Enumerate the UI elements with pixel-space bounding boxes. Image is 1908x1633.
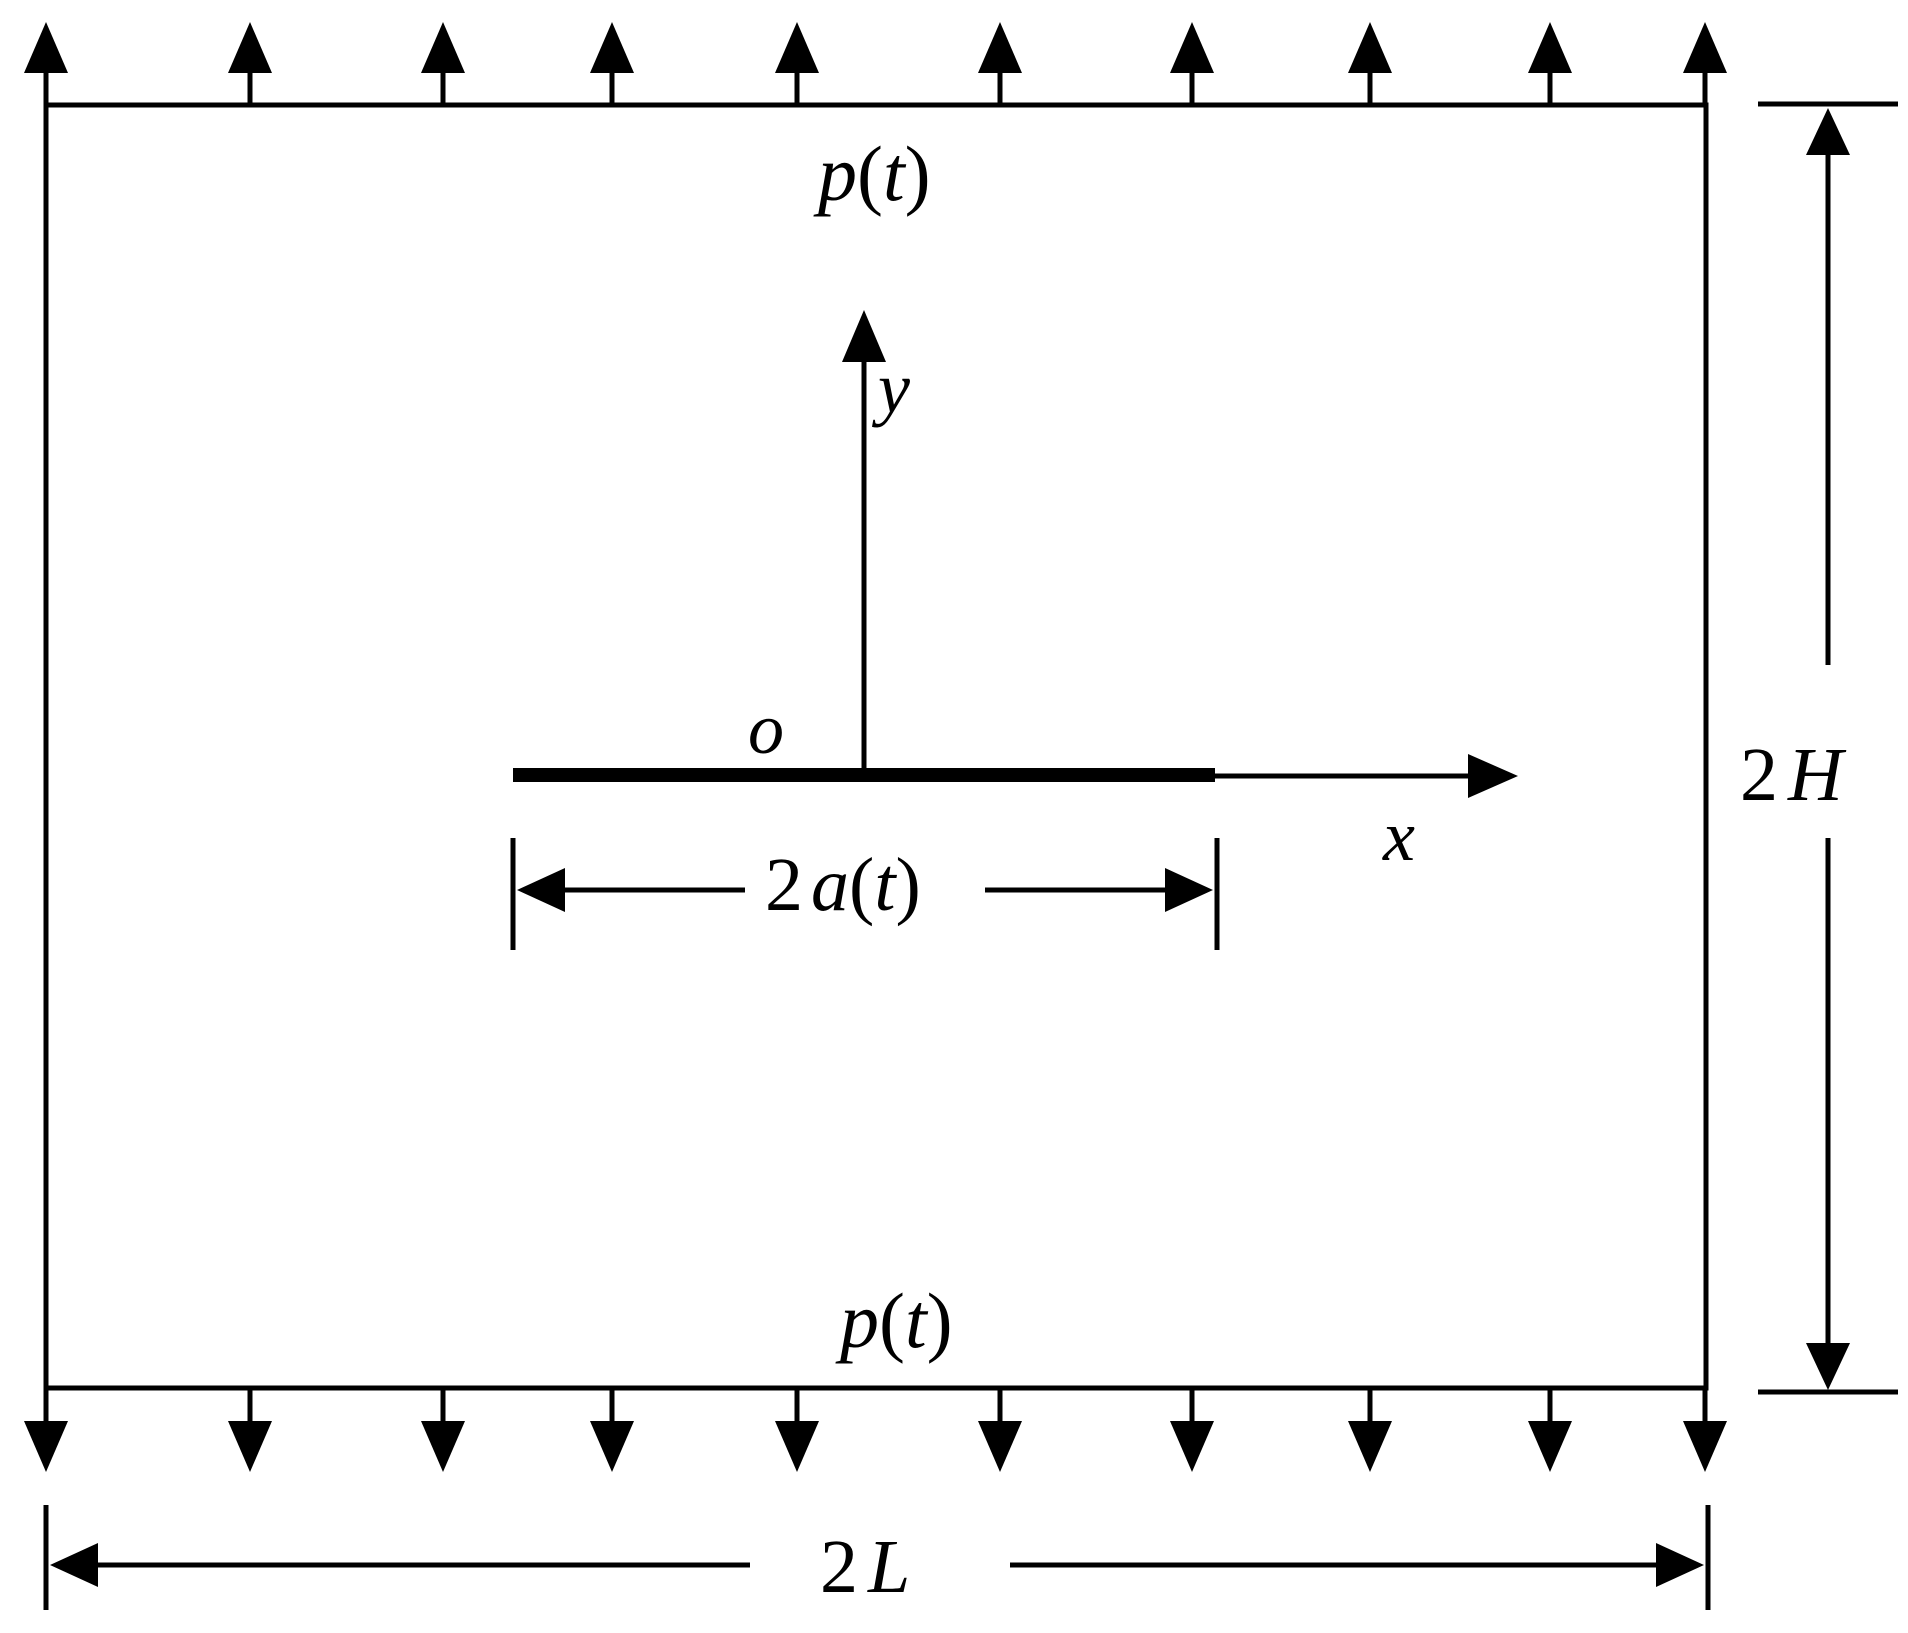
top-load-arrow-head [775,22,819,73]
crack-length-symbol: a [811,843,849,927]
bottom-load-arrow-head [1348,1421,1392,1472]
crack-length-open-paren: ( [849,843,874,927]
crack-dim-left-arrowhead [517,868,565,912]
top-tension-arrows [24,22,1727,105]
bottom-load-close-paren: ) [927,1277,953,1364]
top-load-arg: t [883,130,907,217]
bottom-load-arrow-head [228,1421,272,1472]
top-load-close-paren: ) [905,130,931,217]
width-dim-symbol: L [867,1525,910,1609]
y-axis-arrowhead [842,310,886,362]
bottom-load-arrow-head [1528,1421,1572,1472]
x-axis-arrowhead [1468,754,1518,798]
crack-length-factor: 2 [765,843,803,927]
top-load-arrow-head [421,22,465,73]
bottom-load-arrow-head [590,1421,634,1472]
y-axis-label: y [871,348,910,428]
bottom-load-arg: t [905,1277,929,1364]
x-axis-label: x [1382,796,1415,876]
top-load-arrow-head [590,22,634,73]
plate-boundary [43,102,1709,1391]
top-load-label: p(t) [813,130,931,217]
top-load-arrow-head [1528,22,1572,73]
top-load-arrow-head [1683,22,1727,73]
width-dim-factor: 2 [820,1525,858,1609]
crack-dim-right-arrowhead [1165,868,1213,912]
height-dim-symbol: H [1787,733,1847,817]
height-dim-factor: 2 [1740,733,1778,817]
top-load-arrow-head [24,22,68,73]
bottom-load-arrow-head [978,1421,1022,1472]
bottom-load-arrow-head [24,1421,68,1472]
crack-length-arg: t [874,843,897,927]
top-load-open-paren: ( [857,130,883,217]
bottom-load-open-paren: ( [879,1277,905,1364]
bottom-load-arrow-head [1170,1421,1214,1472]
top-load-arrow-head [228,22,272,73]
bottom-load-arrow-head [775,1421,819,1472]
bottom-load-label: p(t) [835,1277,953,1364]
bottom-load-symbol: p [835,1277,879,1364]
height-dim-top-arrowhead [1806,108,1850,155]
top-load-arrow-head [1348,22,1392,73]
top-load-arrow-head [978,22,1022,73]
width-dim-right-arrowhead [1656,1543,1704,1587]
crack-length-close-paren: ) [895,843,920,927]
height-dim-bottom-arrowhead [1806,1343,1850,1390]
top-load-arrow-head [1170,22,1214,73]
bottom-load-arrow-head [1683,1421,1727,1472]
bottom-tension-arrows [24,1388,1727,1472]
top-load-symbol: p [813,130,857,217]
bottom-load-arrow-head [421,1421,465,1472]
origin-label: o [748,689,784,769]
width-dim-left-arrowhead [50,1543,98,1587]
